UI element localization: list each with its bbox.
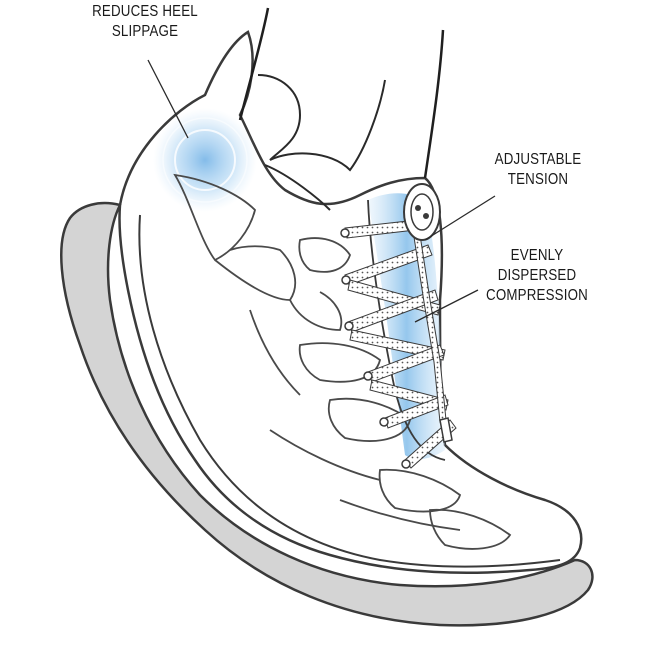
- tension-callout-line-1: ADJUSTABLE: [494, 151, 582, 168]
- tension-callout: ADJUSTABLE TENSION: [478, 150, 598, 190]
- compression-callout-line-1: EVENLY: [510, 247, 564, 264]
- leg-front: [423, 29, 445, 179]
- insole-line: [138, 214, 561, 568]
- tension-callout-line-2: TENSION: [507, 171, 569, 188]
- compression-callout-line-2: DISPERSED: [497, 267, 577, 284]
- compression-callout-line: [414, 289, 479, 323]
- tension-callout-line: [424, 195, 496, 241]
- heel-glow: [153, 108, 257, 212]
- foot-outline: [257, 74, 386, 172]
- lace-end-tip: [439, 417, 453, 443]
- eyelets: [340, 228, 411, 469]
- compression-callout: EVENLY DISPERSED COMPRESSION: [473, 246, 602, 306]
- leg-back: [238, 7, 270, 121]
- lace-lock-toggle: [403, 183, 441, 241]
- heel-callout-line-1: REDUCES HEEL: [92, 3, 198, 20]
- compression-callout-line-3: COMPRESSION: [486, 287, 588, 304]
- heel-callout-line: [147, 59, 189, 139]
- heel-callout-line-2: SLIPPAGE: [111, 23, 179, 40]
- heel-callout: REDUCES HEEL SLIPPAGE: [81, 2, 210, 42]
- midsole: [60, 201, 594, 627]
